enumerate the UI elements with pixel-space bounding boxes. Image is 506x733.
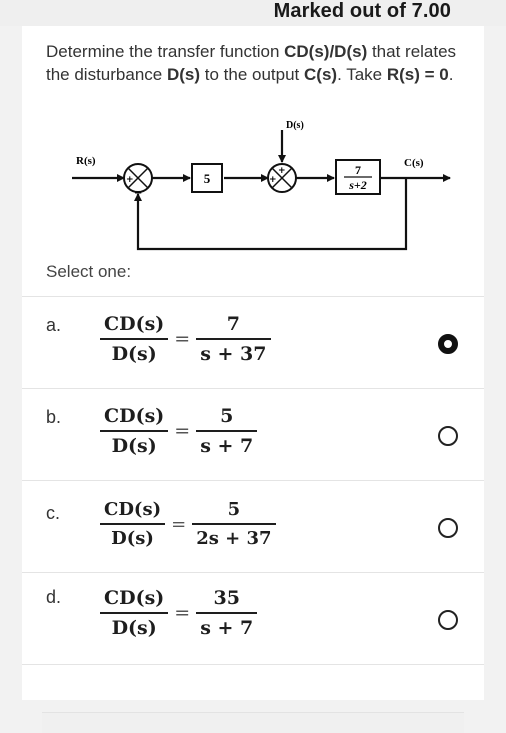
svg-text:+: + xyxy=(269,175,277,185)
options-divider xyxy=(22,664,484,666)
summing-junction-2: + + xyxy=(267,163,297,193)
question-card: Determine the transfer function CD(s)/D(… xyxy=(22,26,484,733)
summing-junction-1: + − xyxy=(123,163,153,199)
option-letter: a. xyxy=(46,315,62,335)
marked-out-of: Marked out of 7.00 xyxy=(273,0,451,22)
svg-text:+: + xyxy=(278,166,286,176)
gain-block-5: 5 xyxy=(191,163,223,193)
option-d-radio[interactable] xyxy=(438,610,458,630)
output-label: C(s) xyxy=(404,157,424,169)
option-letter: d. xyxy=(46,587,62,607)
gain-block-plant: 7 s+2 xyxy=(335,159,381,195)
option-letter: c. xyxy=(46,503,61,523)
select-one-label: Select one: xyxy=(46,262,132,281)
top-bar: Marked out of 7.00 xyxy=(0,0,506,26)
next-section-box xyxy=(42,712,464,733)
svg-text:s+2: s+2 xyxy=(348,178,367,192)
disturbance-label: D(s) xyxy=(286,120,304,131)
svg-text:−: − xyxy=(134,188,142,199)
option-b-radio[interactable] xyxy=(438,426,458,446)
option-c-radio[interactable] xyxy=(438,518,458,538)
option-a-radio[interactable] xyxy=(438,334,458,354)
svg-text:+: + xyxy=(126,175,134,185)
option-letter: b. xyxy=(46,407,62,427)
input-label: R(s) xyxy=(76,155,96,167)
svg-text:7: 7 xyxy=(355,163,361,177)
block-diagram: + − 5 + + 7 s+2 R(s) D(s) C(s) xyxy=(72,120,451,251)
svg-text:5: 5 xyxy=(204,171,211,186)
question-text: Determine the transfer function CD(s)/D(… xyxy=(46,42,457,84)
